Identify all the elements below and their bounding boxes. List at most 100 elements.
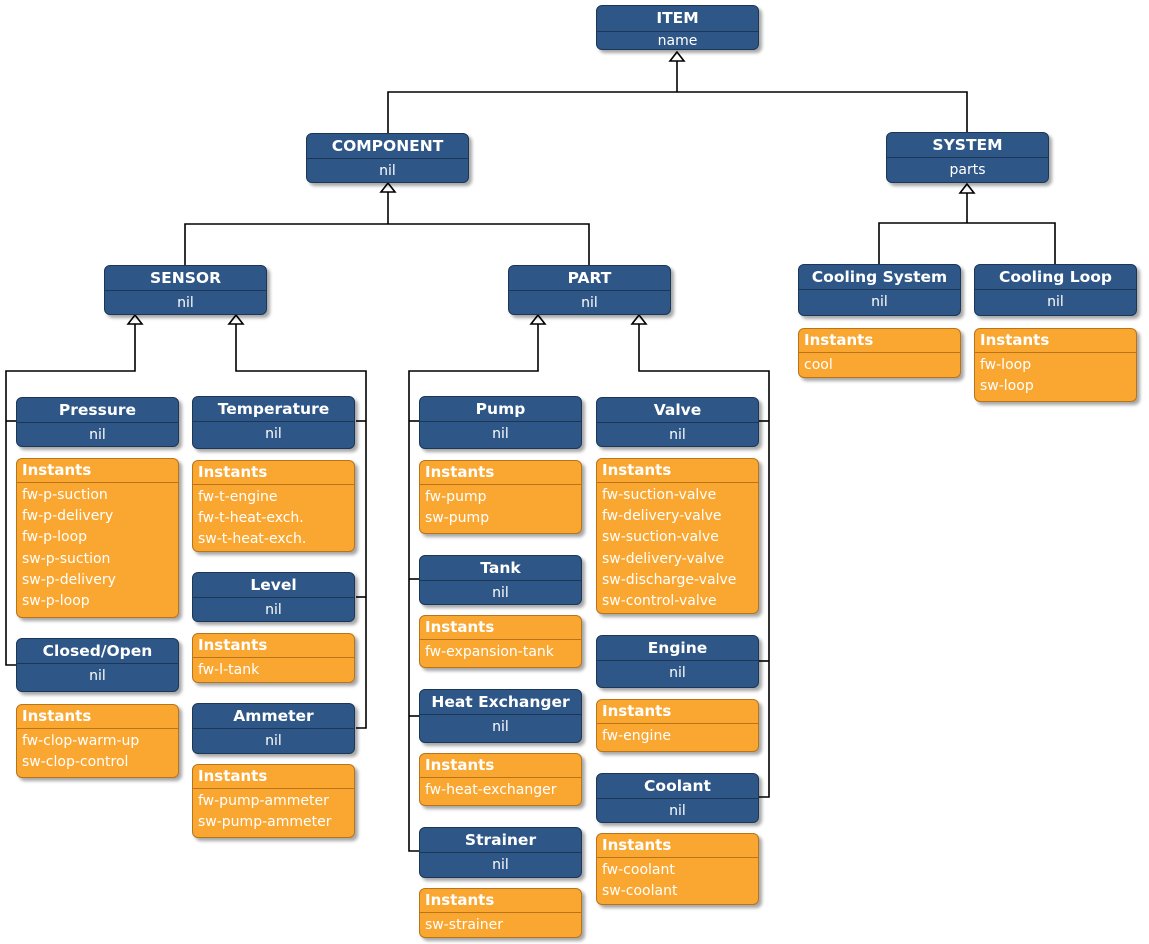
instances-pump: Instants fw-pump sw-pump (419, 460, 582, 534)
instances-label: Instants (17, 459, 178, 483)
class-attribute: nil (265, 733, 282, 749)
instance-item: sw-suction-valve (602, 529, 719, 546)
instance-item: sw-t-heat-exch. (198, 531, 307, 548)
class-cooling-system: Cooling System nil (798, 264, 961, 316)
instance-item: sw-clop-control (22, 754, 129, 771)
class-system: SYSTEM parts (886, 132, 1049, 183)
class-level: Level nil (192, 572, 355, 622)
instances-valve: Instants fw-suction-valve fw-delivery-va… (596, 458, 759, 614)
class-attribute: nil (669, 665, 686, 681)
instance-item: fw-expansion-tank (425, 644, 554, 660)
class-attribute: nil (669, 427, 686, 443)
class-coolant: Coolant nil (596, 773, 759, 823)
instance-item: sw-pump (425, 510, 490, 527)
class-title: Cooling System (799, 265, 960, 290)
class-valve: Valve nil (596, 397, 759, 447)
instances-coolant: Instants fw-coolant sw-coolant (596, 833, 759, 905)
edge-item-children (387, 91, 968, 133)
edge-sensor-left-bus (5, 324, 136, 666)
instances-cooling-system: Instants cool (798, 328, 961, 378)
instance-item: sw-p-delivery (22, 571, 116, 588)
instance-item: sw-control-valve (602, 593, 717, 610)
instance-item: fw-suction-valve (602, 487, 717, 503)
class-attribute: name (657, 33, 698, 49)
instance-item: sw-coolant (602, 883, 678, 900)
instances-label: Instants (420, 889, 581, 913)
class-closed-open: Closed/Open nil (16, 638, 179, 692)
instance-item: fw-p-suction (22, 487, 108, 503)
class-attribute: nil (492, 857, 509, 873)
class-strainer: Strainer nil (419, 827, 582, 878)
class-title: Heat Exchanger (420, 690, 581, 715)
class-item: ITEM name (596, 5, 759, 50)
instance-item: fw-t-heat-exch. (198, 510, 304, 527)
instances-label: Instants (193, 461, 354, 485)
edge-part-left-bus (408, 324, 539, 852)
instances-heat-exchanger: Instants fw-heat-exchanger (419, 753, 582, 806)
instances-label: Instants (420, 754, 581, 778)
instances-engine: Instants fw-engine (596, 699, 759, 752)
inherit-arrow-part-left (529, 313, 547, 325)
instances-label: Instants (597, 834, 758, 858)
instance-item: sw-strainer (425, 917, 504, 933)
instances-label: Instants (597, 700, 758, 724)
edge-part-right-bus (638, 324, 770, 798)
instances-temperature: Instants fw-t-engine fw-t-heat-exch. sw-… (192, 460, 355, 552)
class-title: PART (509, 266, 670, 291)
instance-item: sw-delivery-valve (602, 550, 725, 567)
class-attribute: nil (89, 427, 106, 443)
edge-component-children (184, 223, 590, 265)
instances-closed-open: Instants fw-clop-warm-up sw-clop-control (16, 704, 179, 778)
instance-item: sw-p-suction (22, 550, 111, 567)
class-title: Pressure (17, 398, 178, 423)
class-tank: Tank nil (419, 555, 582, 605)
class-temperature: Temperature nil (192, 396, 355, 449)
instance-item: fw-l-tank (198, 662, 260, 678)
class-title: Strainer (420, 828, 581, 853)
class-attribute: nil (581, 295, 598, 311)
class-attribute: nil (492, 719, 509, 735)
edge-system-children (878, 222, 1056, 264)
class-cooling-loop: Cooling Loop nil (974, 264, 1137, 316)
class-title: Pump (420, 397, 581, 422)
class-title: Cooling Loop (975, 265, 1136, 290)
instance-item: fw-engine (602, 728, 671, 744)
class-attribute: nil (492, 426, 509, 442)
instance-item: sw-pump-ammeter (198, 814, 332, 831)
instances-label: Instants (193, 765, 354, 789)
class-attribute: nil (177, 295, 194, 311)
class-attribute: nil (871, 294, 888, 310)
instances-label: Instants (799, 329, 960, 353)
instance-item: cool (804, 357, 833, 373)
class-engine: Engine nil (596, 635, 759, 688)
instance-item: sw-p-loop (22, 593, 90, 610)
instance-item: fw-pump-ammeter (198, 793, 329, 809)
instances-label: Instants (420, 461, 581, 485)
class-attribute: nil (265, 426, 282, 442)
class-title: Level (193, 573, 354, 598)
class-attribute: nil (492, 585, 509, 601)
class-attribute: nil (669, 803, 686, 819)
class-pump: Pump nil (419, 396, 582, 449)
inherit-arrow-system (958, 182, 976, 194)
edge-sensor-right-bus (235, 324, 367, 729)
instance-item: fw-p-loop (22, 529, 88, 546)
class-title: Tank (420, 556, 581, 581)
class-title: SYSTEM (887, 133, 1048, 158)
class-title: Engine (597, 636, 758, 661)
instance-item: sw-loop (980, 378, 1034, 395)
class-title: Closed/Open (17, 639, 178, 664)
instance-item: fw-pump (425, 489, 487, 505)
inherit-arrow-part-right (630, 313, 648, 325)
instance-item: fw-loop (980, 357, 1032, 373)
class-title: Temperature (193, 397, 354, 422)
class-title: Valve (597, 398, 758, 423)
class-title: ITEM (597, 6, 758, 32)
inherit-arrow-component (379, 181, 397, 193)
instance-item: sw-discharge-valve (602, 571, 737, 588)
class-title: COMPONENT (307, 134, 468, 159)
class-attribute: parts (949, 162, 986, 178)
instances-label: Instants (17, 705, 178, 729)
